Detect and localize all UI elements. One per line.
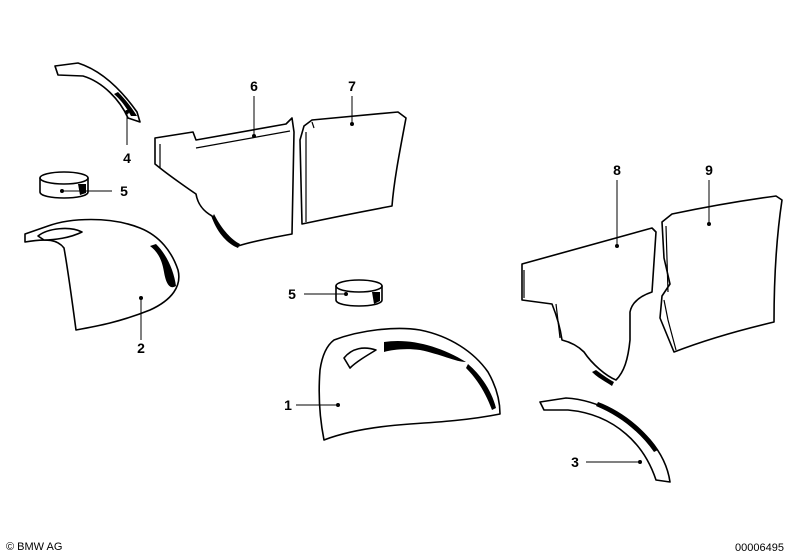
leader-lines xyxy=(60,96,711,464)
callout-3: 3 xyxy=(571,454,579,470)
drawing-number: 00006495 xyxy=(735,542,784,554)
part-8-panel xyxy=(521,227,657,386)
leader-dot-5-center xyxy=(344,292,348,296)
leader-dot-8 xyxy=(615,244,619,248)
part-6-panel xyxy=(154,117,295,248)
part-2-panel xyxy=(24,218,180,331)
callout-8: 8 xyxy=(613,162,621,178)
callout-9: 9 xyxy=(705,162,713,178)
leader-dot-7 xyxy=(350,122,354,126)
callout-2: 2 xyxy=(137,340,145,356)
part-9-panel xyxy=(659,195,783,353)
part-7-panel xyxy=(299,111,407,225)
leader-dot-9 xyxy=(707,222,711,226)
callout-1: 1 xyxy=(284,397,292,413)
part-5-pad-center xyxy=(335,279,383,307)
copyright-label: © BMW AG xyxy=(6,541,63,553)
leader-dot-3 xyxy=(638,460,642,464)
leader-dot-5-left xyxy=(60,189,64,193)
callout-labels: 4 5 2 6 7 5 1 8 9 3 xyxy=(120,78,713,470)
part-3-strip xyxy=(539,397,671,483)
part-1-panel xyxy=(318,327,501,441)
leader-dot-1 xyxy=(336,403,340,407)
part-5-pad-left xyxy=(39,171,89,199)
leader-dot-4 xyxy=(125,110,129,114)
leader-dot-2 xyxy=(139,296,143,300)
callout-7: 7 xyxy=(348,78,356,94)
callout-5-center: 5 xyxy=(288,286,296,302)
leader-dot-6 xyxy=(252,134,256,138)
part-4-strip xyxy=(54,62,141,123)
callout-5-left: 5 xyxy=(120,183,128,199)
callout-6: 6 xyxy=(250,78,258,94)
callout-4: 4 xyxy=(123,150,131,166)
